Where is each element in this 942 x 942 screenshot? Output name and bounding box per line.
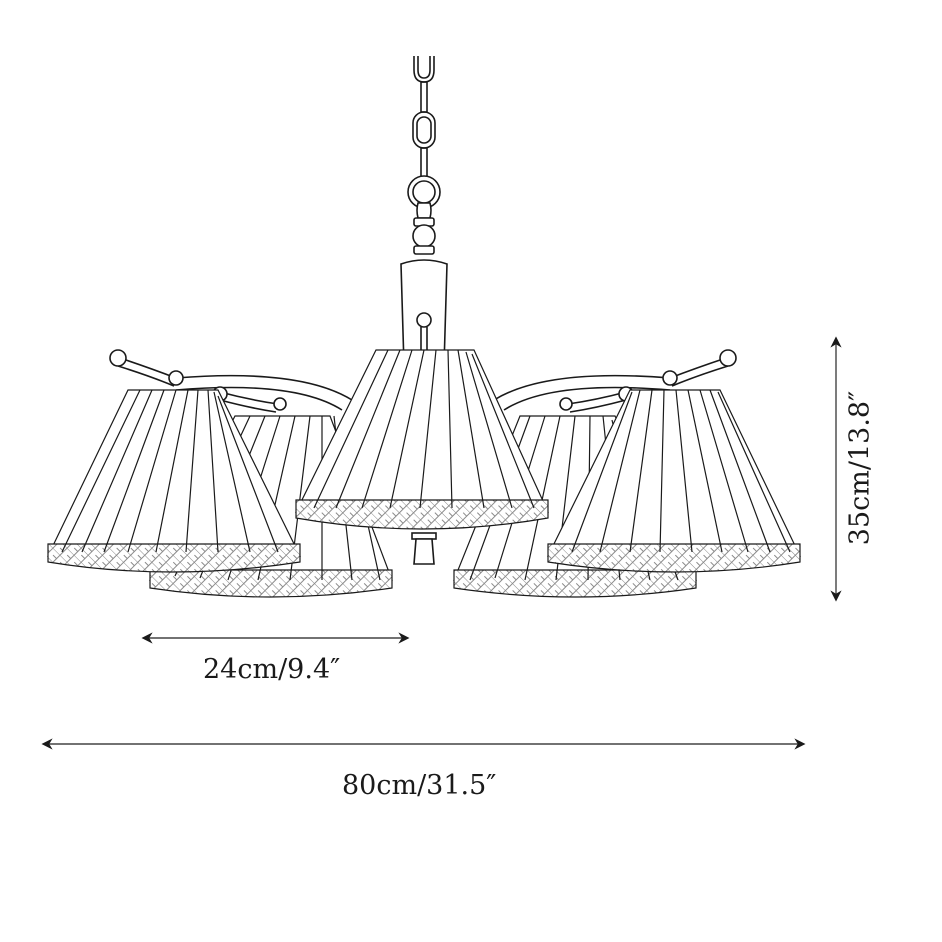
bottom-finial	[411, 532, 437, 565]
shade-front-right	[547, 389, 801, 573]
shade-center	[295, 349, 549, 530]
shade-front-left	[47, 389, 301, 573]
overall-width-label: 80cm/31.5″	[342, 770, 497, 801]
chain	[412, 56, 436, 179]
shade-width-label: 24cm/9.4″	[203, 654, 341, 685]
height-label: 35cm/13.8″	[844, 390, 876, 546]
